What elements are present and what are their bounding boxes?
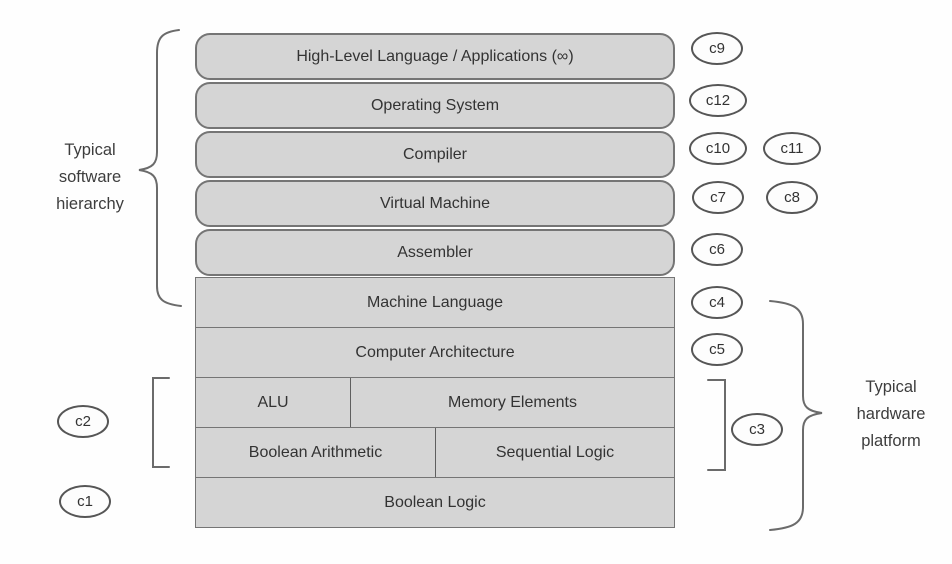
layer-compiler: Compiler — [195, 131, 675, 178]
hardware-platform-label-line3: platform — [861, 432, 921, 450]
layer-virtual-machine-label: Virtual Machine — [380, 194, 490, 212]
chapter-badge-c8-label: c8 — [784, 189, 800, 206]
chapter-badge-c3-label: c3 — [749, 421, 765, 438]
layer-alu-memory-row: ALU Memory Elements — [195, 377, 675, 428]
chapter-badge-c4-label: c4 — [709, 294, 725, 311]
hardware-platform-label-line1: Typical — [865, 378, 917, 396]
cell-boolean-arithmetic-label: Boolean Arithmetic — [248, 443, 383, 461]
layer-computer-architecture-label: Computer Architecture — [355, 343, 515, 361]
chapter-badge-c3: c3 — [731, 413, 783, 446]
layer-high-level-language-label: High-Level Language / Applications (∞) — [296, 47, 574, 65]
hardware-platform-label: Typical hardware platform — [826, 374, 952, 455]
c3-right-bracket — [707, 379, 726, 471]
chapter-badge-c10: c10 — [689, 132, 747, 165]
cell-alu: ALU — [196, 378, 351, 427]
chapter-badge-c5: c5 — [691, 333, 743, 366]
chapter-badge-c12: c12 — [689, 84, 747, 117]
chapter-badge-c6: c6 — [691, 233, 743, 266]
cell-sequential-logic: Sequential Logic — [436, 428, 674, 477]
software-hierarchy-label-line1: Typical — [64, 141, 116, 159]
layer-boolean-logic-label: Boolean Logic — [384, 493, 486, 511]
software-hierarchy-label-line3: hierarchy — [56, 195, 124, 213]
chapter-badge-c12-label: c12 — [705, 92, 731, 109]
layer-operating-system-label: Operating System — [370, 96, 500, 114]
chapter-badge-c5-label: c5 — [709, 341, 725, 358]
chapter-badge-c11-label: c11 — [780, 140, 804, 157]
layer-boolean-logic: Boolean Logic — [195, 477, 675, 528]
layer-assembler: Assembler — [195, 229, 675, 276]
hardware-group-brace — [769, 300, 823, 531]
software-hierarchy-label-line2: software — [58, 168, 122, 186]
chapter-badge-c6-label: c6 — [709, 241, 725, 258]
cell-memory-elements-label: Memory Elements — [448, 393, 577, 411]
cell-boolean-arithmetic: Boolean Arithmetic — [196, 428, 436, 477]
chapter-badge-c2: c2 — [57, 405, 109, 438]
layer-assembler-label: Assembler — [397, 243, 473, 261]
chapter-badge-c1-label: c1 — [77, 493, 93, 510]
layer-virtual-machine: Virtual Machine — [195, 180, 675, 227]
chapter-badge-c2-label: c2 — [75, 413, 91, 430]
layer-high-level-language: High-Level Language / Applications (∞) — [195, 33, 675, 80]
layer-machine-language: Machine Language — [195, 277, 675, 328]
cell-memory-elements: Memory Elements — [351, 378, 674, 427]
c2-left-bracket — [152, 377, 170, 468]
chapter-badge-c9: c9 — [691, 32, 743, 65]
layer-operating-system: Operating System — [195, 82, 675, 129]
layer-boolean-sequential-row: Boolean Arithmetic Sequential Logic — [195, 427, 675, 478]
chapter-badge-c10-label: c10 — [705, 140, 731, 157]
chapter-badge-c7-label: c7 — [710, 189, 726, 206]
chapter-badge-c4: c4 — [691, 286, 743, 319]
layer-compiler-label: Compiler — [402, 145, 467, 163]
chapter-badge-c9-label: c9 — [709, 40, 725, 57]
layer-machine-language-label: Machine Language — [366, 293, 504, 311]
chapter-badge-c1: c1 — [59, 485, 111, 518]
layer-computer-architecture: Computer Architecture — [195, 327, 675, 378]
chapter-badge-c7: c7 — [692, 181, 744, 214]
software-hierarchy-label: Typical software hierarchy — [25, 137, 155, 218]
cell-sequential-logic-label: Sequential Logic — [495, 443, 615, 461]
chapter-badge-c8: c8 — [766, 181, 818, 214]
cell-alu-label: ALU — [257, 393, 289, 411]
chapter-badge-c11: c11 — [763, 132, 821, 165]
hardware-platform-label-line2: hardware — [856, 405, 926, 423]
